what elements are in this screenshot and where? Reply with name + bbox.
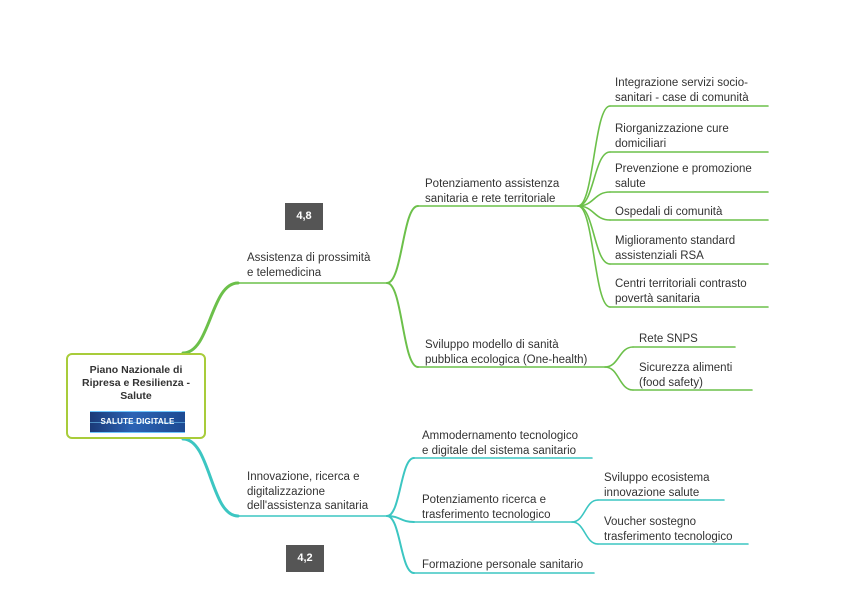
branch-assistenza-prossimita[interactable]: Assistenza di prossimità e telemedicina [247,252,371,279]
leaf-rete-snps[interactable]: Rete SNPS [639,333,698,345]
connector-branch1-sub2 [386,282,419,368]
topic-potenziamento-assistenza[interactable]: Potenziamento assistenza sanitaria e ret… [425,178,560,205]
topic-sanita-pubblica-ecologica[interactable]: Sviluppo modello di sanità pubblica ecol… [425,339,588,366]
leaf-prevenzione-promozione[interactable]: Prevenzione e promozione salute [615,163,752,190]
leaf-ecosistema-innovazione[interactable]: Sviluppo ecosistema innovazione salute [604,472,710,499]
topic-formazione-personale[interactable]: Formazione personale sanitario [422,559,584,571]
connector-b2sub2-leaf-0 [571,499,599,523]
leaf-riorganizzazione-cure[interactable]: Riorganizzazione cure domiciliari [615,123,729,150]
branch-innovazione-ricerca[interactable]: Innovazione, ricerca e digitalizzazione … [247,471,369,512]
root-node[interactable]: Piano Nazionale di Ripresa e Resilienza … [66,353,206,439]
connector-branch2-sub1 [386,457,415,517]
connector-b2sub2-leaf-1 [571,521,599,545]
connector-sub1-leaf-0 [577,105,611,207]
leaf-sicurezza-alimenti[interactable]: Sicurezza alimenti (food safety) [639,362,733,389]
connector-sub1-leaf-1 [577,151,611,207]
leaf-voucher-sostegno[interactable]: Voucher sostegno trasferimento tecnologi… [604,516,733,543]
score-badge-top: 4,8 [285,203,323,230]
connector-sub1-leaf-5 [577,205,611,308]
connector-sub2-leaf-1 [604,366,634,391]
connector-branch1-sub1 [386,205,419,284]
leaf-miglioramento-rsa[interactable]: Miglioramento standard assistenziali RSA [615,235,736,262]
leaf-integrazione-servizi[interactable]: Integrazione servizi socio- sanitari - c… [615,77,749,104]
leaf-ospedali-comunita[interactable]: Ospedali di comunità [615,206,723,218]
banner-text: SALUTE DIGITALE [100,417,175,426]
connector-sub2-leaf-0 [604,346,634,368]
score-badge-bottom: 4,2 [286,545,324,572]
connector-branch2-sub3 [386,515,415,574]
salute-digitale-banner: SALUTE DIGITALE [90,411,185,433]
connector-root-branch1 [181,281,240,355]
connector-sub1-leaf-4 [577,205,611,265]
leaf-centri-territoriali[interactable]: Centri territoriali contrasto povertà sa… [615,278,747,305]
root-title: Piano Nazionale di Ripresa e Resilienza … [82,364,190,402]
connector-root-branch2 [181,437,240,518]
topic-ammodernamento-tecnologico[interactable]: Ammodernamento tecnologico e digitale de… [422,430,578,457]
topic-potenziamento-ricerca[interactable]: Potenziamento ricerca e trasferimento te… [422,494,551,521]
